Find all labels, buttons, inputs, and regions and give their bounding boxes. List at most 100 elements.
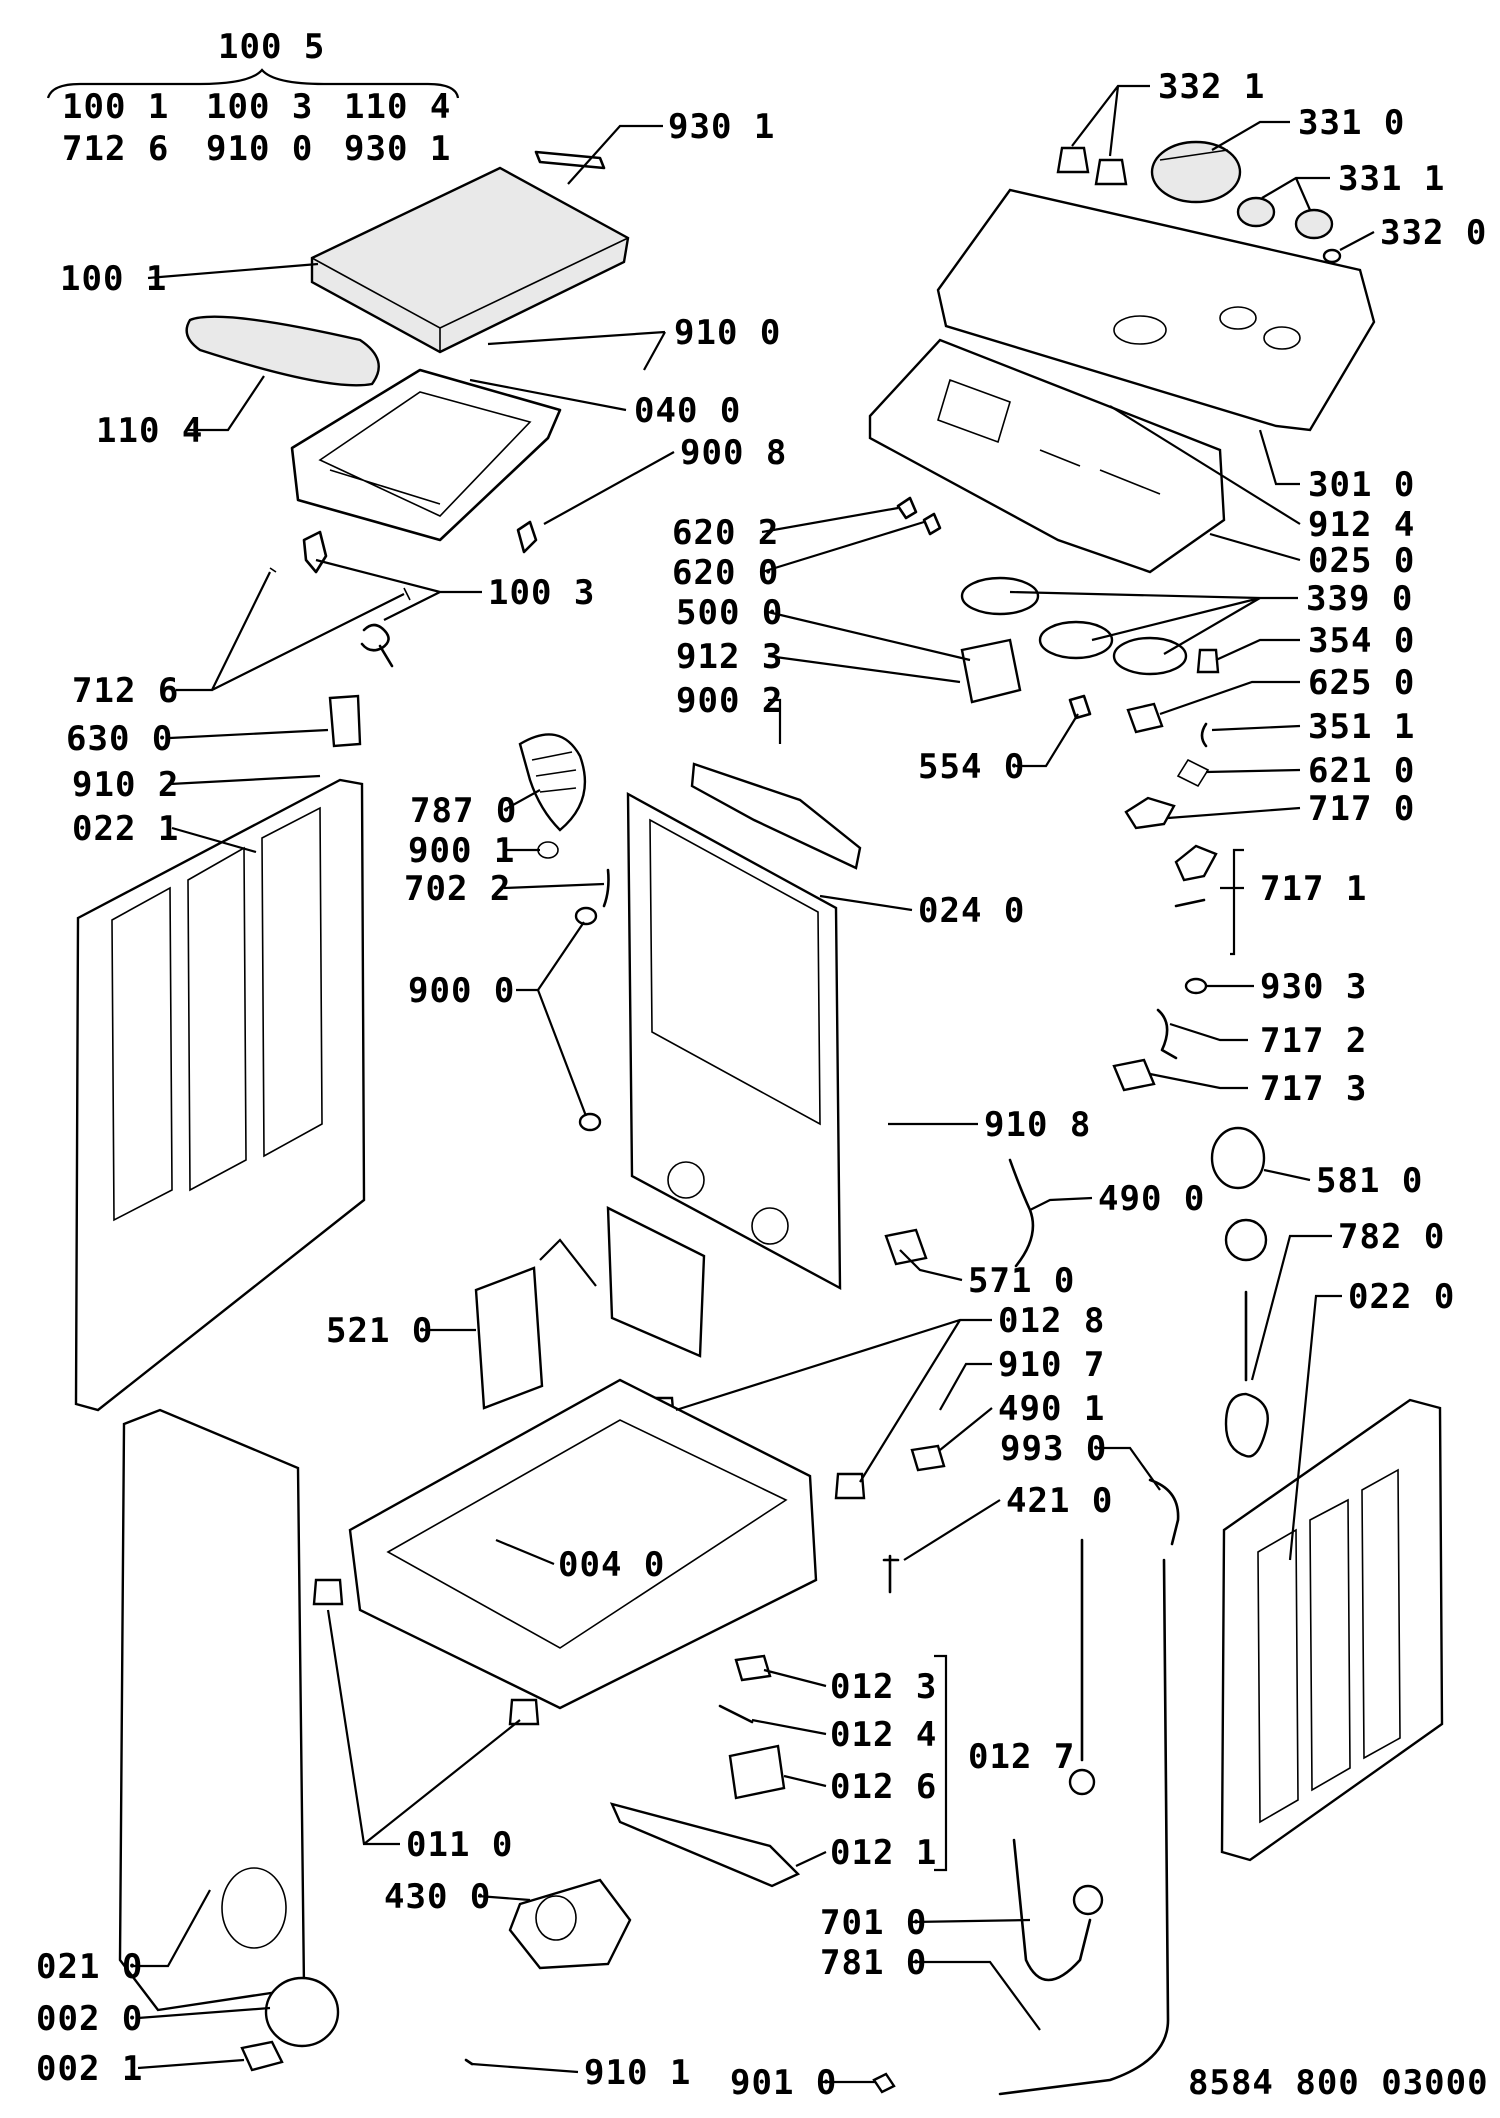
part-7170-part: [1124, 796, 1176, 830]
group-code: 100 5: [218, 27, 325, 67]
part-4210-part: [882, 1554, 900, 1594]
leader: [1258, 429, 1300, 486]
group-member: 100 3: [206, 87, 313, 127]
leader: [1159, 680, 1300, 716]
part-label: 332 1: [1158, 67, 1265, 107]
leader: [1071, 84, 1150, 157]
part-label: 782 0: [1338, 1217, 1445, 1257]
part-top-frame: [290, 368, 562, 542]
part-9000-grommet: [578, 1112, 602, 1132]
part-7870-folds: [531, 751, 577, 793]
part-0240-hole: [667, 1161, 705, 1199]
part-rod-end: [1068, 1768, 1096, 1796]
part-9101-screw: [464, 2058, 474, 2066]
leader: [819, 894, 913, 912]
leader: [912, 1960, 1041, 2031]
leader: [675, 1318, 992, 1483]
part-label: 900 1: [408, 831, 515, 871]
part-3320-cap: [1322, 248, 1342, 264]
part-6200-clip: [922, 512, 942, 536]
part-7820-cap: [1224, 1218, 1268, 1262]
part-0128-foot: [834, 1472, 866, 1500]
part-7010-ball: [1072, 1884, 1104, 1916]
part-0240-rear-frame: [626, 791, 842, 1291]
part-3390-disc: [960, 576, 1040, 616]
part-0210-access-hole: [221, 1867, 287, 1949]
part-label: 910 7: [998, 1345, 1105, 1385]
part-9930-hose-hook: [1148, 1478, 1180, 1546]
group-member: 712 6: [62, 129, 169, 169]
part-label: 012 7: [968, 1737, 1075, 1777]
leader: [795, 1851, 827, 1867]
part-label: 930 3: [1260, 967, 1367, 1007]
part-0250-board-details: [937, 378, 1161, 495]
part-0110-foot: [312, 1578, 344, 1606]
leader: [1169, 1022, 1248, 1042]
part-6210-part: [1176, 758, 1210, 788]
leader: [1288, 1294, 1342, 1561]
leader: [761, 506, 899, 534]
part-5710-valve: [884, 1228, 928, 1266]
part-1104-handle: [185, 315, 380, 387]
leader: [768, 698, 782, 744]
leader: [171, 826, 257, 854]
part-label: 012 1: [830, 1833, 937, 1873]
part-0123-part: [734, 1654, 772, 1682]
group-brace: [46, 68, 460, 99]
part-3390-disc: [1112, 636, 1188, 676]
part-0210-front-panel: [118, 1408, 306, 2012]
leader: [939, 1362, 992, 1411]
part-label: 011 0: [406, 1825, 513, 1865]
part-label: 004 0: [558, 1545, 665, 1585]
part-label: 702 2: [404, 869, 511, 909]
part-0220-side-panel: [1220, 1398, 1444, 1862]
leader: [1211, 724, 1301, 732]
part-7810-drain-hose: [998, 1558, 1170, 2096]
part-3321-knob: [1094, 158, 1128, 186]
leader: [1109, 405, 1301, 525]
part-label: 331 1: [1338, 159, 1445, 199]
leader: [503, 882, 605, 890]
part-3540-button: [1196, 648, 1220, 674]
part-4300-pump: [508, 1878, 632, 1970]
part-5540-part: [1068, 694, 1092, 720]
part-label: 331 0: [1298, 103, 1405, 143]
part-label: 900 2: [676, 681, 783, 721]
part-label: 339 0: [1306, 579, 1413, 619]
part-label: 717 0: [1308, 789, 1415, 829]
part-top-frame-inner: [318, 391, 532, 517]
part-callouts: 930 1 100 1 910 0 110 4 040 0 900 8 100 …: [36, 67, 1488, 2103]
part-3310-indicator: [1159, 149, 1229, 161]
knob-hole: [1263, 326, 1301, 350]
leader: [176, 571, 405, 692]
part-7820-clamp: [1224, 1392, 1269, 1458]
part-label: 620 2: [672, 513, 779, 553]
leader: [1209, 532, 1301, 562]
part-0040-base: [348, 1378, 818, 1710]
leader: [1215, 638, 1300, 662]
part-label: 025 0: [1308, 541, 1415, 581]
leader: [420, 1238, 597, 1332]
knob-hole: [1113, 315, 1167, 345]
part-3310-selector-knob: [1150, 140, 1242, 204]
part-7126-pins: [269, 567, 411, 601]
leader: [132, 1889, 211, 1968]
part-5000-switch: [960, 638, 1022, 704]
part-0124-pin: [718, 1704, 754, 1724]
part-0240-opening: [649, 818, 821, 1126]
part-1001-lid-edge: [311, 237, 629, 352]
part-drawings: [74, 140, 1444, 2096]
part-label: 571 0: [968, 1261, 1075, 1301]
part-1001-lid: [310, 166, 630, 354]
leader: [1263, 1168, 1311, 1182]
part-label: 430 0: [384, 1877, 491, 1917]
part-label: 701 0: [820, 1903, 927, 1943]
leader: [186, 375, 265, 432]
leader: [1211, 120, 1290, 151]
leader: [1029, 1196, 1093, 1211]
part-label: 002 0: [36, 1999, 143, 2039]
part-label: 022 0: [1348, 1277, 1455, 1317]
part-label: 002 1: [36, 2049, 143, 2089]
part-7870-bellow: [518, 733, 587, 832]
